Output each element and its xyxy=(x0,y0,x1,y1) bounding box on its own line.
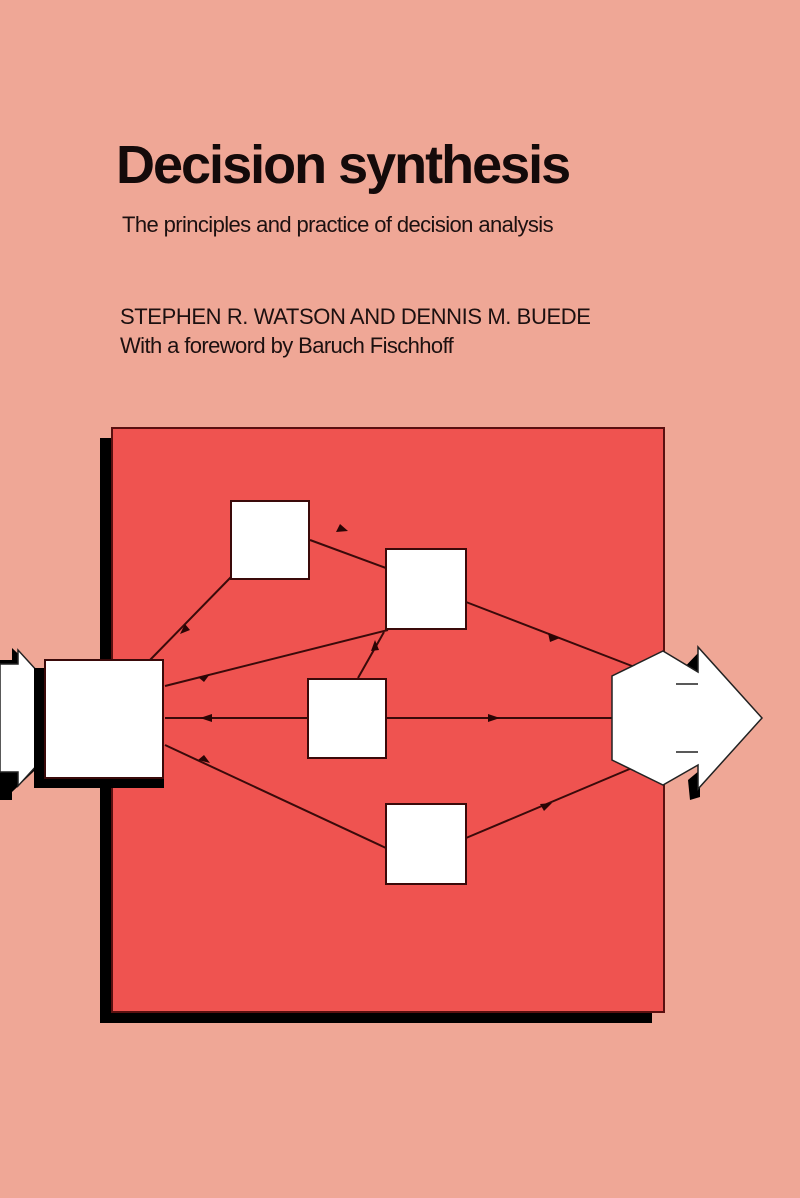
output-hexagon-arrow-icon xyxy=(611,645,764,791)
input-node xyxy=(44,659,164,779)
output-arrow-shadow-bottom xyxy=(688,770,700,800)
book-authors: STEPHEN R. WATSON AND DENNIS M. BUEDE xyxy=(120,304,591,329)
node-top-right xyxy=(385,548,467,630)
node-bottom xyxy=(385,803,467,885)
arrow-heads xyxy=(180,524,560,811)
node-top-left xyxy=(230,500,310,580)
node-center xyxy=(307,678,387,759)
book-subtitle: The principles and practice of decision … xyxy=(122,212,554,237)
diagram-panel xyxy=(111,427,665,1013)
book-title: Decision synthesis xyxy=(116,135,571,195)
book-foreword: With a foreword by Baruch Fischhoff xyxy=(120,333,454,358)
